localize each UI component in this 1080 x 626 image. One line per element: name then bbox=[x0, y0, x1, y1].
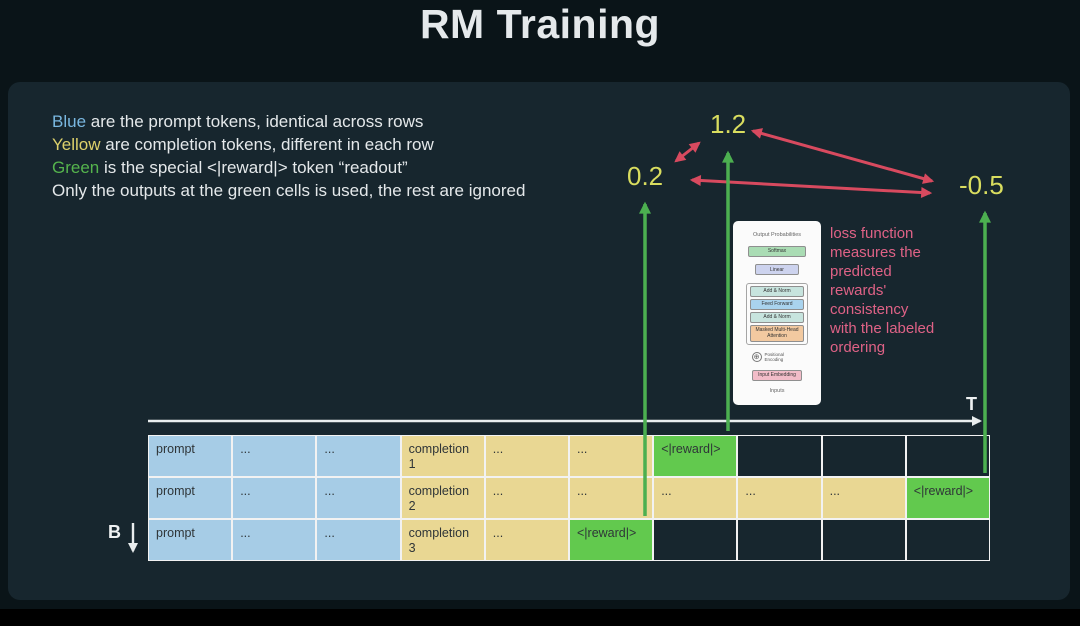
blue-token-cell: ... bbox=[316, 477, 401, 519]
reward-value-row2: -0.5 bbox=[959, 170, 1004, 200]
empty-cell bbox=[737, 519, 822, 561]
table-row: prompt......completion 2...............<… bbox=[148, 477, 990, 519]
transformer-linear-block: Linear bbox=[755, 264, 799, 275]
empty-cell bbox=[905, 519, 990, 561]
yellow-token-cell: ... bbox=[484, 435, 569, 477]
positional-encoding-row: ⊕ Positional Encoding bbox=[751, 352, 803, 362]
positional-encoding-label: Positional Encoding bbox=[764, 352, 785, 362]
green-token-cell: <|reward|> bbox=[568, 519, 654, 561]
table-row: prompt......completion 3...<|reward|> bbox=[148, 519, 990, 561]
table-row: prompt......completion 1......<|reward|> bbox=[148, 435, 990, 477]
yellow-token-cell: ... bbox=[821, 477, 906, 519]
empty-cell bbox=[905, 435, 990, 477]
transformer-softmax-block: Softmax bbox=[748, 245, 806, 257]
legend-text-yellow: are completion tokens, different in each… bbox=[100, 135, 434, 154]
legend-text-green: is the special <|reward|> token “readout… bbox=[99, 158, 408, 177]
green-token-cell: <|reward|> bbox=[653, 435, 738, 477]
blue-token-cell: ... bbox=[316, 435, 401, 477]
blue-token-cell: prompt bbox=[148, 435, 233, 477]
reward-value-row3: 0.2 bbox=[627, 161, 664, 191]
yellow-token-cell: ... bbox=[484, 477, 569, 519]
legend-keyword-green: Green bbox=[52, 158, 100, 177]
empty-cell bbox=[821, 519, 906, 561]
blue-token-cell: prompt bbox=[148, 477, 233, 519]
transformer-decoder-stack: Add & Norm Feed Forward Add & Norm Maske… bbox=[746, 282, 808, 345]
yellow-token-cell: ... bbox=[653, 477, 738, 519]
blue-token-cell: ... bbox=[316, 519, 401, 561]
transformer-diagram: Output Probabilities Softmax Linear Add … bbox=[733, 221, 821, 405]
legend-text-blue: are the prompt tokens, identical across … bbox=[86, 112, 424, 131]
batch-axis-label: B bbox=[108, 522, 121, 542]
transformer-embedding-block: Input Embedding bbox=[752, 369, 802, 381]
time-axis-label: T bbox=[966, 394, 977, 414]
transformer-output-label: Output Probabilities bbox=[753, 231, 801, 238]
blue-token-cell: ... bbox=[232, 435, 317, 477]
legend-keyword-yellow: Yellow bbox=[52, 135, 101, 154]
yellow-token-cell: ... bbox=[484, 519, 569, 561]
blue-token-cell: ... bbox=[232, 519, 317, 561]
empty-cell bbox=[653, 519, 738, 561]
blue-token-cell: ... bbox=[232, 477, 317, 519]
page-title: RM Training bbox=[419, 1, 661, 47]
reward-value-row1: 1.2 bbox=[710, 109, 747, 139]
green-token-cell: <|reward|> bbox=[905, 477, 990, 519]
empty-cell bbox=[737, 435, 822, 477]
transformer-attention-block: Masked Multi-Head Attention bbox=[750, 324, 804, 342]
yellow-token-cell: ... bbox=[568, 435, 654, 477]
legend-line-green: Green is the special <|reward|> token “r… bbox=[52, 156, 525, 179]
positional-add-icon: ⊕ bbox=[751, 352, 762, 362]
legend-line-yellow: Yellow are completion tokens, different … bbox=[52, 133, 525, 156]
letterbox-bar bbox=[0, 609, 1080, 626]
transformer-addnorm-block: Add & Norm bbox=[750, 311, 804, 323]
yellow-token-cell: ... bbox=[737, 477, 822, 519]
blue-token-cell: prompt bbox=[148, 519, 233, 561]
legend-keyword-blue: Blue bbox=[52, 112, 87, 131]
yellow-token-cell: ... bbox=[568, 477, 654, 519]
transformer-addnorm-block: Add & Norm bbox=[750, 285, 804, 297]
legend-line-note: Only the outputs at the green cells is u… bbox=[52, 181, 526, 200]
legend-line-blue: Blue are the prompt tokens, identical ac… bbox=[52, 110, 525, 133]
yellow-token-cell: completion 2 bbox=[400, 477, 485, 519]
yellow-token-cell: completion 1 bbox=[400, 435, 485, 477]
empty-cell bbox=[821, 435, 906, 477]
transformer-inputs-label: Inputs bbox=[769, 388, 785, 394]
yellow-token-cell: completion 3 bbox=[400, 519, 485, 561]
token-table: prompt......completion 1......<|reward|>… bbox=[148, 435, 990, 561]
legend: Blue are the prompt tokens, identical ac… bbox=[52, 110, 525, 202]
transformer-feedforward-block: Feed Forward bbox=[750, 298, 804, 310]
loss-function-note: loss function measures the predicted rew… bbox=[830, 225, 935, 356]
